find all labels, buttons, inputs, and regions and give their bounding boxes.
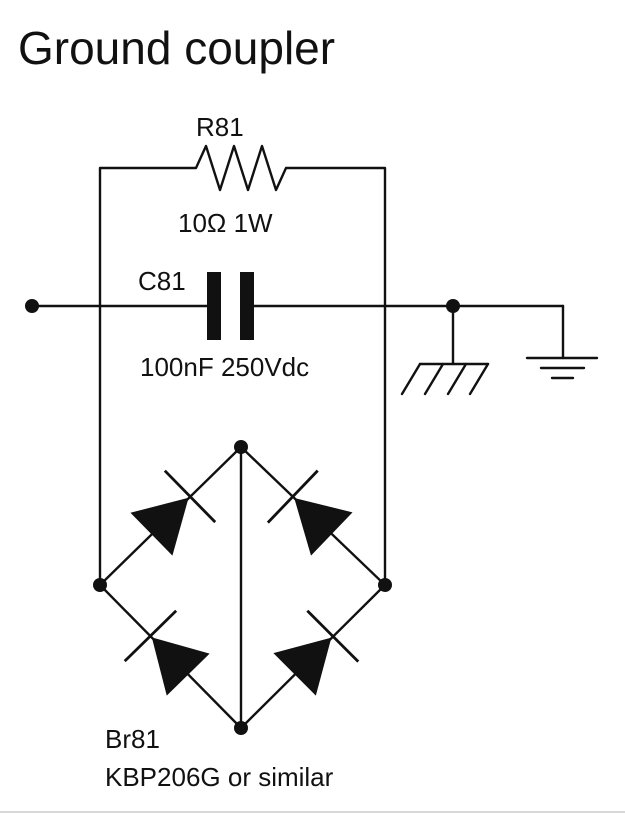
bridge-rectifier-br81: [93, 440, 392, 735]
input-terminal: [25, 299, 39, 313]
diagram-title: Ground coupler: [18, 22, 335, 74]
capacitor-c81: [30, 272, 565, 340]
bridge-part-label: KBP206G or similar: [105, 762, 334, 792]
bridge-node-right: [378, 578, 392, 592]
bridge-node-left: [93, 578, 107, 592]
bridge-node-top: [234, 440, 248, 454]
resistor-ref-label: R81: [196, 112, 244, 142]
ground-icon: [525, 304, 599, 380]
bridge-ref-label: Br81: [105, 724, 160, 754]
capacitor-value-label: 100nF 250Vdc: [140, 352, 309, 382]
diode-icon: [123, 609, 210, 696]
diode-icon: [130, 469, 217, 556]
diode-icon: [273, 609, 360, 696]
bridge-node-bottom: [234, 721, 248, 735]
chassis-ground-icon: [400, 304, 490, 396]
resistor-value-label: 10Ω 1W: [178, 208, 273, 238]
diode-icon: [266, 469, 353, 556]
capacitor-ref-label: C81: [138, 266, 186, 296]
resistor-r81: [98, 144, 387, 587]
